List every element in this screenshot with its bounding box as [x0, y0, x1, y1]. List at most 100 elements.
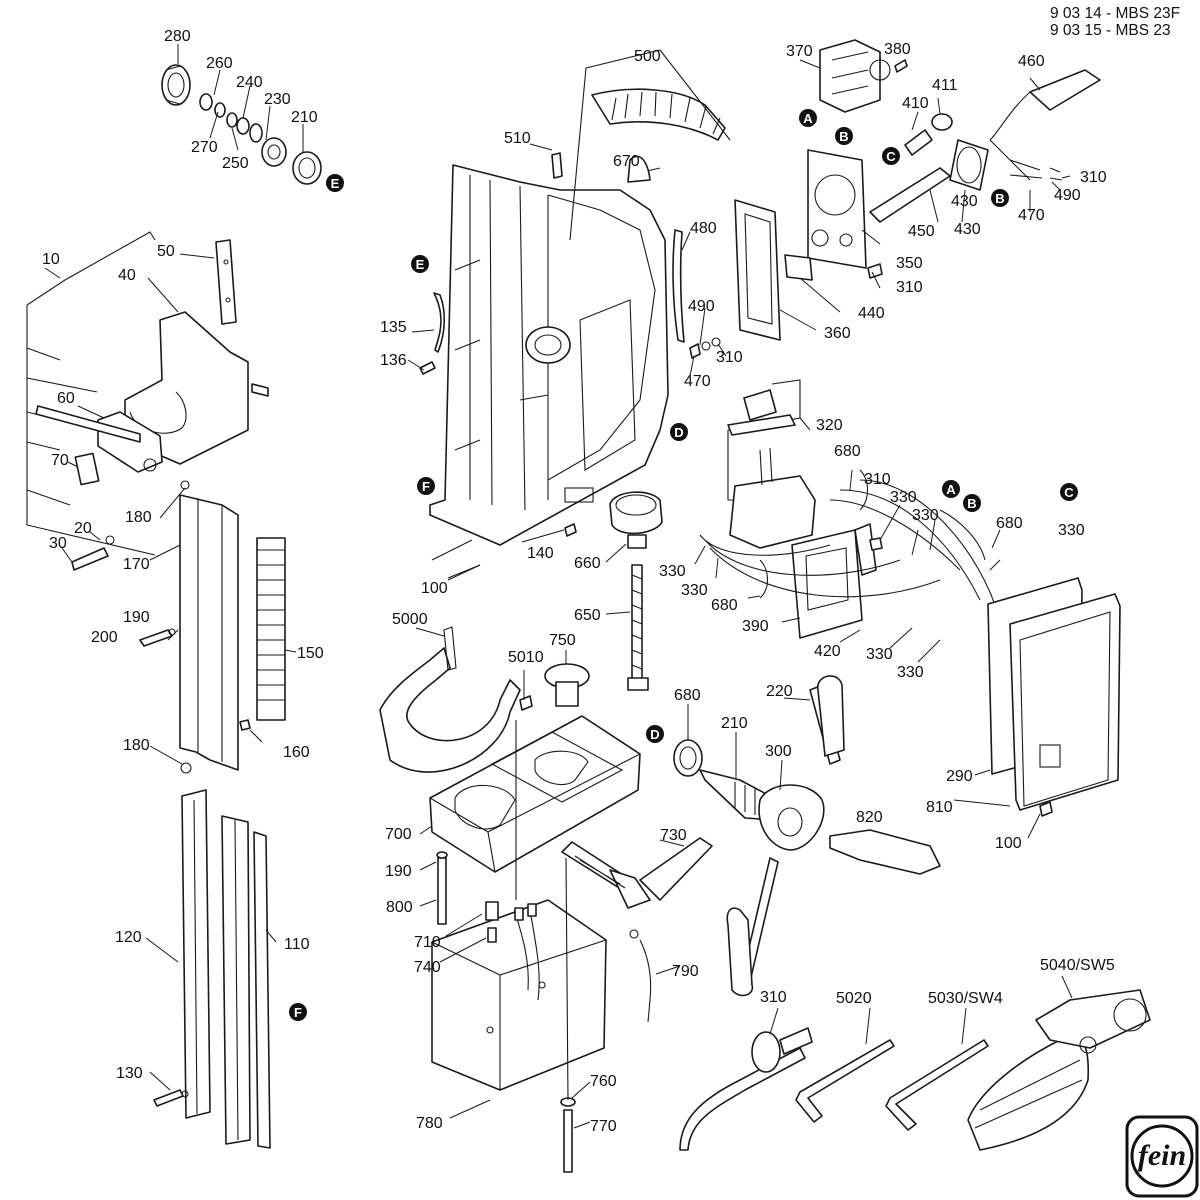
lower-rail-leaders	[145, 929, 277, 1091]
label-800: 800	[386, 899, 413, 916]
control-leaders	[694, 417, 1001, 663]
label-390: 390	[742, 618, 769, 635]
svg-text:D: D	[674, 425, 683, 440]
label-230: 230	[264, 91, 291, 108]
cover-leaders	[953, 769, 1041, 839]
label-310-b: 310	[896, 279, 923, 296]
svg-text:E: E	[416, 257, 425, 272]
accessory-leaders	[769, 975, 1073, 1045]
connection-markers: E E F D A B C B A B C D F	[289, 109, 1078, 1021]
label-680-d: 420	[814, 643, 841, 660]
label-760: 760	[590, 1073, 617, 1090]
label-330-b: 330	[912, 507, 939, 524]
label-330-e: 330	[866, 646, 893, 663]
svg-text:F: F	[422, 479, 430, 494]
label-5000: 5000	[392, 611, 428, 628]
magnet-base-parts	[379, 626, 652, 1173]
label-135: 135	[380, 319, 407, 336]
label-240: 240	[236, 74, 263, 91]
label-210: 210	[291, 109, 318, 126]
svg-text:A: A	[803, 111, 813, 126]
label-820: 810	[926, 799, 953, 816]
marker-a-switch: A	[799, 109, 817, 127]
label-120: 120	[115, 929, 142, 946]
switch-leaders	[681, 59, 1071, 377]
part-number-labels: 280 260 240 230 210 270 250 10 50 40 60 …	[42, 28, 1115, 1135]
label-130: 130	[116, 1065, 143, 1082]
svg-text:B: B	[995, 191, 1004, 206]
label-310-a: 310	[1080, 169, 1107, 186]
svg-text:F: F	[294, 1005, 302, 1020]
svg-text:A: A	[946, 482, 956, 497]
label-5040: 5030/SW4	[928, 990, 1003, 1007]
label-270: 270	[191, 139, 218, 156]
label-310-c: 310	[716, 349, 743, 366]
label-20: 20	[74, 520, 92, 537]
accessory-parts	[679, 989, 1151, 1151]
label-510: 510	[504, 130, 531, 147]
label-190-a: 190	[123, 609, 150, 626]
label-330-c: 330	[659, 563, 686, 580]
label-430-a: 430	[951, 193, 978, 210]
cover-plates	[987, 577, 1121, 817]
label-770: 770	[590, 1118, 617, 1135]
switch-housing-parts	[672, 39, 1101, 359]
label-320: 320	[816, 417, 843, 434]
label-280: 280	[164, 28, 191, 45]
label-180-b: 180	[123, 737, 150, 754]
label-100-b: 820	[856, 809, 883, 826]
label-10: 10	[42, 251, 60, 268]
label-310-d: 310	[864, 471, 891, 488]
label-310-e: 100	[995, 835, 1022, 852]
column-rails	[139, 480, 286, 774]
label-160: 160	[283, 744, 310, 761]
marker-c-switch: C	[882, 147, 900, 165]
label-670: 670	[613, 153, 640, 170]
label-190-b: 190	[385, 863, 412, 880]
label-5030: 5020	[836, 990, 872, 1007]
svg-text:C: C	[886, 149, 896, 164]
label-680-b: 680	[996, 515, 1023, 532]
label-411: 411	[932, 77, 958, 94]
knob-and-rod	[609, 491, 663, 691]
marker-b-cable: B	[991, 189, 1009, 207]
label-730: 730	[660, 827, 687, 844]
svg-text:C: C	[1064, 485, 1074, 500]
marker-b-wiring: B	[963, 494, 981, 512]
svg-text:B: B	[967, 496, 976, 511]
label-430-b: 430	[954, 221, 981, 238]
label-700: 700	[385, 826, 412, 843]
svg-text:E: E	[331, 176, 340, 191]
label-5020: 310	[760, 989, 787, 1006]
label-360: 360	[824, 325, 851, 342]
label-710: 710	[414, 934, 441, 951]
arbor-leaders	[687, 697, 811, 791]
label-450: 450	[908, 223, 935, 240]
label-300: 220	[766, 683, 793, 700]
label-200: 200	[91, 629, 118, 646]
marker-b-switch: B	[835, 127, 853, 145]
label-410: 410	[902, 95, 929, 112]
main-frame	[419, 164, 669, 581]
label-140: 140	[527, 545, 554, 562]
column-leaders	[149, 487, 297, 765]
fein-logo: fein	[1125, 1115, 1199, 1198]
label-350: 350	[896, 255, 923, 272]
arbor-and-handles	[673, 675, 941, 997]
label-790: 790	[672, 963, 699, 980]
label-290: 300	[765, 743, 792, 760]
logo-text: fein	[1138, 1139, 1186, 1172]
label-110: 110	[284, 936, 310, 953]
label-220: 210	[721, 715, 748, 732]
label-30: 30	[49, 535, 67, 552]
guard-part	[551, 49, 731, 241]
label-490-b: 490	[688, 298, 715, 315]
marker-f-frame: F	[417, 477, 435, 495]
control-unit-parts	[699, 379, 1001, 639]
label-170: 170	[123, 556, 150, 573]
marker-c-wiring: C	[1060, 483, 1078, 501]
knob-leaders	[605, 543, 631, 615]
marker-d-arbor: D	[646, 725, 664, 743]
label-330-f: 330	[897, 664, 924, 681]
